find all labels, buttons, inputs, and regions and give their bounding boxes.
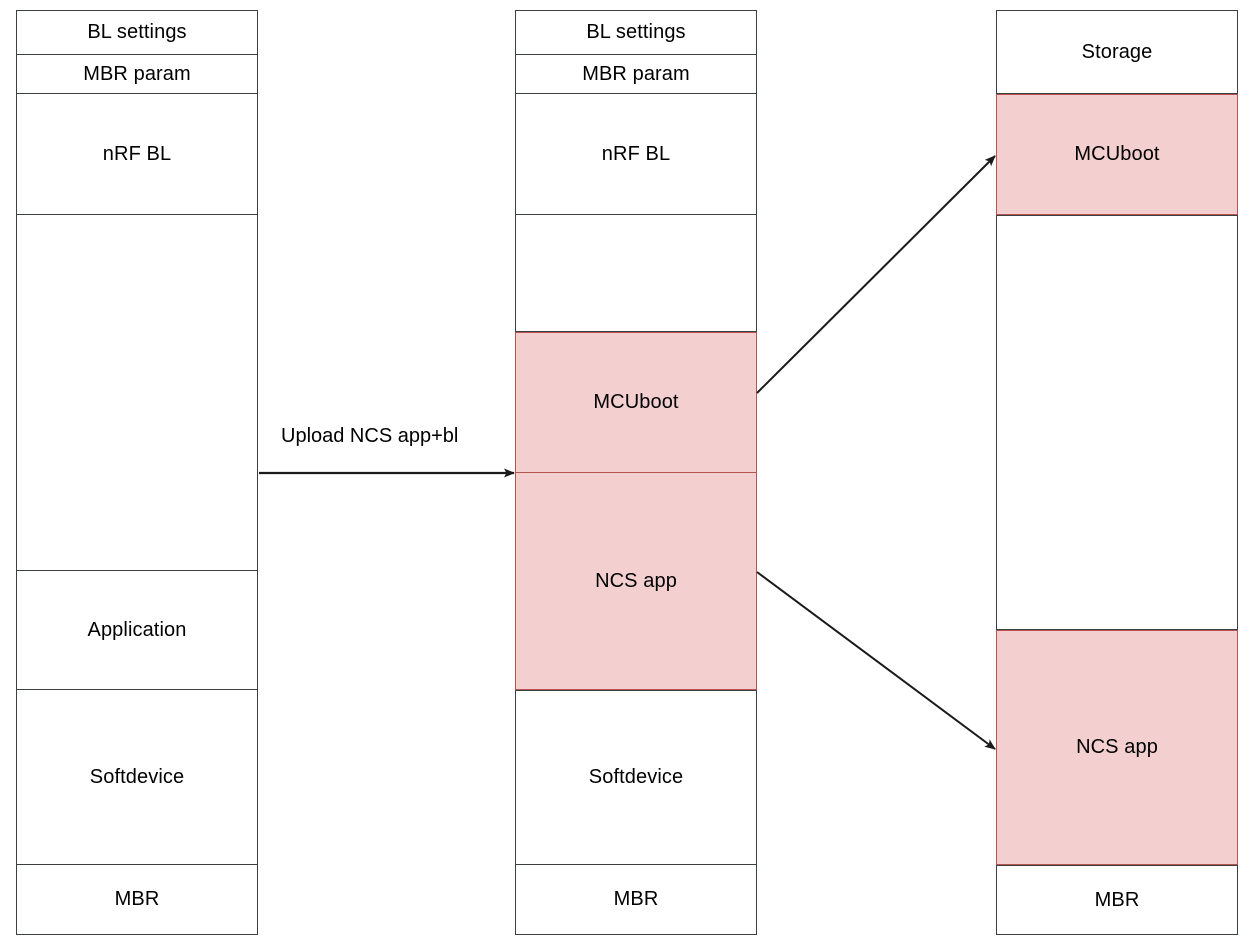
segment-empty-legacy xyxy=(16,215,258,571)
segment-mbr-param-legacy: MBR param xyxy=(16,55,258,94)
segment-empty-intermediate xyxy=(515,215,757,332)
segment-mbr-param-intermediate: MBR param xyxy=(515,55,757,94)
segment-softdevice-legacy: Softdevice xyxy=(16,690,258,865)
segment-application-legacy: Application xyxy=(16,571,258,690)
segment-empty-final xyxy=(996,215,1238,630)
segment-mcuboot-intermediate: MCUboot xyxy=(515,332,757,473)
upload-arrow-label: Upload NCS app+bl xyxy=(281,425,459,447)
segment-mbr-legacy: MBR xyxy=(16,865,258,935)
segment-mbr-intermediate: MBR xyxy=(515,865,757,935)
segment-bl-settings-legacy: BL settings xyxy=(16,10,258,55)
segment-ncs-app-intermediate: NCS app xyxy=(515,473,757,690)
segment-bl-settings-intermediate: BL settings xyxy=(515,10,757,55)
segment-mbr-final: MBR xyxy=(996,865,1238,935)
segment-ncs-app-final: NCS app xyxy=(996,630,1238,865)
segment-storage-final: Storage xyxy=(996,10,1238,94)
mcuboot-move-arrow-line xyxy=(756,155,996,394)
segment-softdevice-intermediate: Softdevice xyxy=(515,690,757,865)
segment-mcuboot-final: MCUboot xyxy=(996,94,1238,215)
segment-nrf-bl-legacy: nRF BL xyxy=(16,94,258,215)
segment-nrf-bl-intermediate: nRF BL xyxy=(515,94,757,215)
ncs-app-move-arrow-line xyxy=(756,571,996,750)
